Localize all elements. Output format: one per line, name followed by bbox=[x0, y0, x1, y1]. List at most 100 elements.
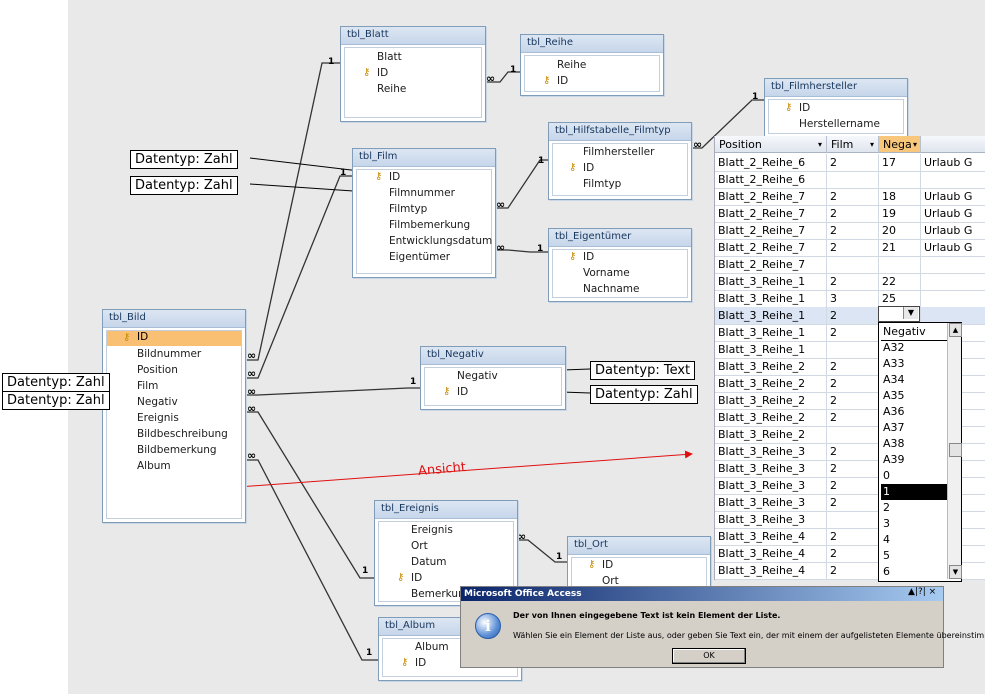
field-id[interactable]: ID bbox=[557, 75, 569, 87]
grid-cell[interactable]: Urlaub G bbox=[921, 188, 985, 205]
field-filmhersteller[interactable]: Filmhersteller bbox=[583, 146, 655, 158]
field-ereignis[interactable]: Ereignis bbox=[411, 524, 453, 536]
grid-cell[interactable]: 2 bbox=[827, 222, 879, 239]
field-id[interactable]: ID bbox=[457, 386, 469, 398]
grid-cell[interactable]: Blatt_3_Reihe_2 bbox=[715, 358, 827, 375]
grid-cell[interactable]: 18 bbox=[879, 188, 921, 205]
grid-cell[interactable]: Blatt_3_Reihe_1 bbox=[715, 324, 827, 341]
grid-cell[interactable]: 2 bbox=[827, 375, 879, 392]
dropdown-item[interactable]: A38 bbox=[883, 437, 905, 450]
column-header-extra[interactable] bbox=[921, 136, 985, 153]
grid-cell[interactable] bbox=[921, 273, 985, 290]
grid-cell[interactable]: 2 bbox=[827, 494, 879, 511]
table-eigentuemer[interactable]: tbl_Eigentümer ⚷ ID Vorname Nachname bbox=[548, 228, 692, 302]
field-filmtyp[interactable]: Filmtyp bbox=[583, 178, 622, 190]
field-blatt[interactable]: Blatt bbox=[377, 51, 402, 63]
field-id[interactable]: ID bbox=[377, 67, 389, 79]
field-datum[interactable]: Datum bbox=[411, 556, 447, 568]
dropdown-item[interactable]: 6 bbox=[883, 565, 890, 578]
grid-cell[interactable]: 20 bbox=[879, 222, 921, 239]
dropdown-item[interactable]: A34 bbox=[883, 373, 905, 386]
field-id-selected[interactable]: ID bbox=[107, 331, 241, 346]
grid-cell[interactable] bbox=[827, 171, 879, 188]
dropdown-item[interactable]: A35 bbox=[883, 389, 905, 402]
dropdown-item[interactable]: Negativ bbox=[881, 324, 949, 341]
grid-cell[interactable] bbox=[827, 426, 879, 443]
grid-cell[interactable]: Blatt_3_Reihe_2 bbox=[715, 409, 827, 426]
sort-arrow-icon[interactable]: ▾ bbox=[869, 140, 874, 149]
dropdown-item[interactable]: 0 bbox=[883, 469, 890, 482]
table-reihe[interactable]: tbl_Reihe Reihe ⚷ ID bbox=[520, 34, 664, 96]
grid-cell[interactable] bbox=[879, 171, 921, 188]
grid-cell[interactable] bbox=[921, 256, 985, 273]
grid-cell[interactable]: 2 bbox=[827, 443, 879, 460]
grid-cell[interactable]: 2 bbox=[827, 477, 879, 494]
field-herstellername[interactable]: Herstellername bbox=[799, 118, 880, 130]
grid-cell[interactable]: Blatt_3_Reihe_2 bbox=[715, 426, 827, 443]
table-row[interactable]: Blatt_2_Reihe_7 bbox=[715, 256, 985, 274]
field-negativ[interactable]: Negativ bbox=[457, 370, 498, 382]
dropdown-item[interactable]: 3 bbox=[883, 517, 890, 530]
grid-cell[interactable]: Blatt_3_Reihe_1 bbox=[715, 290, 827, 307]
grid-cell[interactable]: 2 bbox=[827, 358, 879, 375]
dropdown-item[interactable]: 4 bbox=[883, 533, 890, 546]
scroll-up-icon[interactable]: ▲ bbox=[949, 323, 962, 337]
field-reihe[interactable]: Reihe bbox=[557, 59, 587, 71]
table-title[interactable]: tbl_Hilfstabelle_Filmtyp bbox=[549, 123, 691, 141]
grid-cell[interactable]: 2 bbox=[827, 239, 879, 256]
table-filmhersteller[interactable]: tbl_Filmhersteller ⚷ ID Herstellername bbox=[764, 78, 908, 138]
grid-cell[interactable]: Blatt_3_Reihe_3 bbox=[715, 460, 827, 477]
grid-cell[interactable]: Urlaub G bbox=[921, 222, 985, 239]
field-id[interactable]: ID bbox=[602, 559, 614, 571]
grid-cell[interactable] bbox=[879, 256, 921, 273]
field-entwicklungsdatum[interactable]: Entwicklungsdatum bbox=[389, 235, 493, 247]
dropdown-item[interactable]: A37 bbox=[883, 421, 905, 434]
table-film[interactable]: tbl_Film ⚷ ID Filmnummer Filmtyp Filmbem… bbox=[352, 148, 496, 278]
combobox-dropdown-icon[interactable]: ▼ bbox=[903, 307, 918, 319]
field-id[interactable]: ID bbox=[583, 251, 595, 263]
field-ereignis[interactable]: Ereignis bbox=[137, 412, 179, 424]
field-id[interactable]: ID bbox=[389, 171, 401, 183]
sort-arrow-icon[interactable]: ▾ bbox=[912, 140, 917, 149]
table-hilfstabelle-filmtyp[interactable]: tbl_Hilfstabelle_Filmtyp Filmhersteller … bbox=[548, 122, 692, 200]
dropdown-item[interactable]: 5 bbox=[883, 549, 890, 562]
grid-cell[interactable]: 2 bbox=[827, 392, 879, 409]
grid-cell[interactable]: Blatt_2_Reihe_7 bbox=[715, 239, 827, 256]
grid-cell[interactable]: Blatt_3_Reihe_3 bbox=[715, 477, 827, 494]
grid-cell[interactable]: 3 bbox=[827, 290, 879, 307]
table-title[interactable]: tbl_Blatt bbox=[341, 27, 485, 45]
dropdown-item[interactable]: 1 bbox=[881, 484, 949, 500]
grid-cell[interactable]: Blatt_3_Reihe_3 bbox=[715, 494, 827, 511]
grid-cell[interactable]: Urlaub G bbox=[921, 154, 985, 171]
field-film[interactable]: Film bbox=[137, 380, 159, 392]
field-bemerkung[interactable]: Bemerkung bbox=[411, 588, 472, 600]
field-eigentuemer[interactable]: Eigentümer bbox=[389, 251, 451, 263]
grid-cell[interactable]: Blatt_3_Reihe_4 bbox=[715, 545, 827, 562]
table-ort[interactable]: tbl_Ort ⚷ ID Ort bbox=[567, 536, 711, 592]
field-id[interactable]: ID bbox=[415, 657, 427, 669]
field-bildbeschreibung[interactable]: Bildbeschreibung bbox=[137, 428, 228, 440]
field-filmtyp[interactable]: Filmtyp bbox=[389, 203, 428, 215]
table-title[interactable]: tbl_Reihe bbox=[521, 35, 663, 53]
dropdown-item[interactable]: A33 bbox=[883, 357, 905, 370]
table-title[interactable]: tbl_Film bbox=[353, 149, 495, 167]
field-filmbemerkung[interactable]: Filmbemerkung bbox=[389, 219, 471, 231]
field-vorname[interactable]: Vorname bbox=[583, 267, 630, 279]
grid-cell[interactable]: Urlaub G bbox=[921, 205, 985, 222]
grid-cell[interactable]: 25 bbox=[879, 290, 921, 307]
field-bildbemerkung[interactable]: Bildbemerkung bbox=[137, 444, 217, 456]
grid-cell[interactable]: Blatt_3_Reihe_2 bbox=[715, 375, 827, 392]
scroll-thumb[interactable] bbox=[949, 443, 962, 457]
scroll-down-icon[interactable]: ▼ bbox=[949, 565, 962, 579]
field-nachname[interactable]: Nachname bbox=[583, 283, 640, 295]
table-title[interactable]: tbl_Filmhersteller bbox=[765, 79, 907, 97]
field-ort[interactable]: Ort bbox=[411, 540, 428, 552]
dropdown-scrollbar[interactable]: ▲ ▼ bbox=[947, 323, 962, 579]
table-negativ[interactable]: tbl_Negativ Negativ ⚷ ID bbox=[420, 346, 566, 410]
dropdown-item[interactable]: A39 bbox=[883, 453, 905, 466]
dropdown-item[interactable]: A36 bbox=[883, 405, 905, 418]
